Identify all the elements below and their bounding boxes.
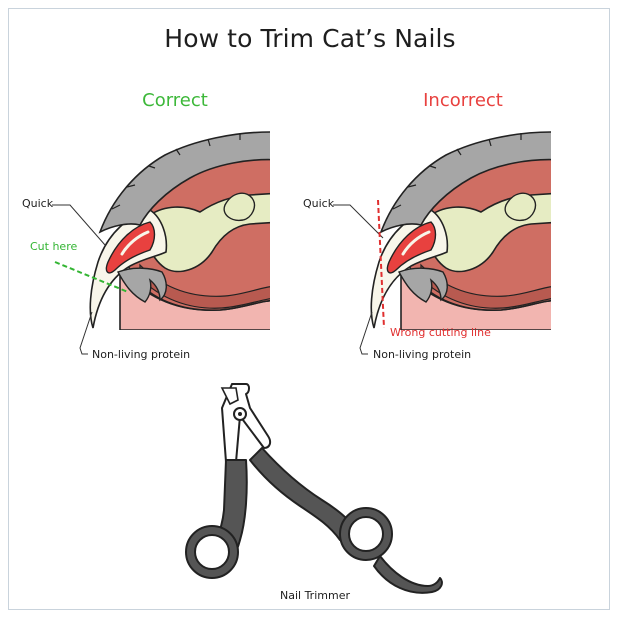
nail-trimmer-caption: Nail Trimmer (280, 589, 350, 602)
quick-label-incorrect: Quick (303, 197, 335, 210)
cut-here-line (54, 261, 129, 293)
quick-leader-line-incorrect (333, 204, 384, 239)
quick-label-correct: Quick (22, 197, 54, 210)
diagram-title: How to Trim Cat’s Nails (164, 24, 456, 53)
protein-leader-line-incorrect (359, 311, 373, 355)
incorrect-paw-illustration (369, 130, 551, 330)
nail-trimmer-illustration (185, 383, 443, 594)
correct-heading: Correct (142, 90, 208, 111)
cut-here-label: Cut here (30, 240, 78, 253)
correct-paw-illustration (88, 130, 270, 330)
wrong-cutting-line-label: Wrong cutting line (390, 326, 491, 339)
wrong-cutting-line (377, 199, 385, 329)
quick-leader-line-correct (52, 204, 106, 246)
protein-leader-line-correct (79, 311, 93, 355)
incorrect-heading: Incorrect (423, 90, 503, 111)
protein-label-correct: Non-living protein (92, 348, 191, 361)
protein-label-incorrect: Non-living protein (373, 348, 472, 361)
